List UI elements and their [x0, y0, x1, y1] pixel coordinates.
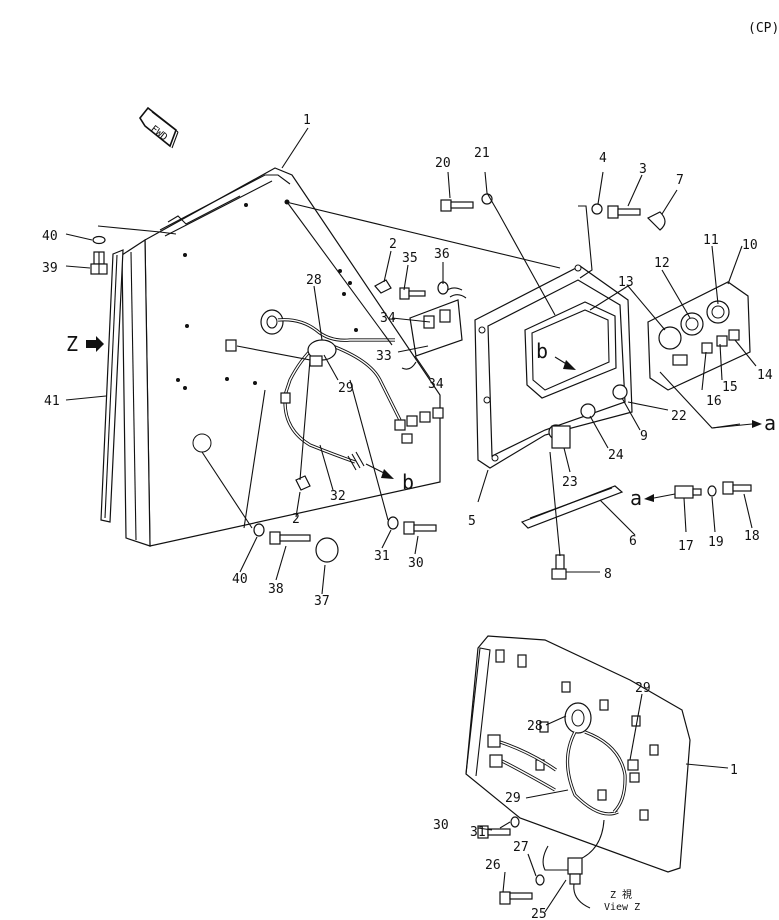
callout-18: 18	[744, 529, 760, 544]
view-callout-27: 27	[513, 840, 529, 855]
bolt-20-icon	[440, 199, 474, 212]
callout-10: 10	[742, 238, 758, 253]
fwd-arrow-icon: FWD	[139, 106, 179, 149]
callout-20: 20	[435, 156, 451, 171]
view-callout-26: 26	[485, 858, 501, 873]
callout-2b: 2	[292, 512, 300, 527]
bolt-18-icon	[722, 481, 752, 495]
callout-31: 31	[374, 549, 390, 564]
callout-36: 36	[434, 247, 450, 262]
callout-23: 23	[562, 475, 578, 490]
callout-7: 7	[676, 173, 684, 188]
z-arrow-label: Z	[66, 332, 78, 356]
seal-strip	[100, 249, 124, 523]
view-callout-25: 25	[531, 907, 547, 920]
callout-32: 32	[330, 489, 346, 504]
view-callout-31: 31	[470, 825, 486, 840]
ref-arrows	[86, 336, 762, 502]
callout-12: 12	[654, 256, 670, 271]
callout-15: 15	[722, 380, 738, 395]
callout-33: 33	[376, 349, 392, 364]
callout-16: 16	[706, 394, 722, 409]
callout-6: 6	[629, 534, 637, 549]
bolt-8-icon	[551, 554, 567, 580]
a-label-2: a	[630, 486, 642, 510]
washer-40-icon	[92, 235, 106, 245]
callout-11: 11	[703, 233, 719, 248]
callout-8: 8	[604, 567, 612, 582]
callout-41: 41	[44, 394, 60, 409]
callout-34b: 34	[428, 377, 444, 392]
callout-38: 38	[268, 582, 284, 597]
view-callout-29b: 29	[505, 791, 521, 806]
a-label-1: a	[764, 411, 776, 435]
view-z-caption-1: Z 視	[610, 888, 632, 901]
callout-2a: 2	[389, 237, 397, 252]
callout-3: 3	[639, 162, 647, 177]
callout-39: 39	[42, 261, 58, 276]
bolt-39-icon	[90, 251, 108, 275]
callout-40b: 40	[232, 572, 248, 587]
callout-40a: 40	[42, 229, 58, 244]
callout-4: 4	[599, 151, 607, 166]
view-callout-29: 29	[635, 681, 651, 696]
callout-14: 14	[757, 368, 773, 383]
callout-37: 37	[314, 594, 330, 609]
callout-28: 28	[306, 273, 322, 288]
view-z-caption-2: View Z	[604, 902, 640, 913]
callout-29: 29	[338, 381, 354, 396]
sensor-17-icon	[674, 485, 702, 499]
callout-22: 22	[671, 409, 687, 424]
b-label-2: b	[402, 470, 414, 494]
view-callout-30: 30	[433, 818, 449, 833]
callout-30: 30	[408, 556, 424, 571]
instrument-panel	[474, 264, 633, 469]
callout-13: 13	[618, 275, 634, 290]
callout-24: 24	[608, 448, 624, 463]
view-callout-28: 28	[527, 719, 543, 734]
washer-4-icon	[591, 203, 603, 215]
bolt-30-icon	[403, 521, 437, 535]
sheet-code: (CP)	[748, 21, 779, 36]
wire-harness	[225, 309, 444, 471]
leader-lines	[65, 127, 757, 595]
callout-17: 17	[678, 539, 694, 554]
gauge-panel	[647, 281, 751, 391]
bolt-38-icon	[269, 531, 311, 545]
callout-1: 1	[303, 113, 311, 128]
view-callout-1: 1	[730, 763, 738, 778]
z-view-arrow-icon	[86, 336, 104, 352]
view-z-detail	[465, 635, 691, 909]
cap-37-icon	[315, 537, 339, 563]
main-panel	[121, 167, 441, 547]
callout-21: 21	[474, 146, 490, 161]
callout-labels: 1 40 39 41 28 29 2 35 36 34 33 34 2 32 3…	[42, 113, 773, 920]
washer-19-icon	[707, 485, 717, 497]
view-z-leaders	[477, 693, 729, 913]
clip-2a-icon	[374, 279, 392, 294]
washer-31-icon	[387, 516, 399, 530]
callout-9: 9	[640, 429, 648, 444]
callout-5: 5	[468, 514, 476, 529]
callout-35: 35	[402, 251, 418, 266]
cap-7-icon	[646, 211, 666, 231]
b-label-1: b	[536, 339, 548, 363]
callout-19: 19	[708, 535, 724, 550]
callout-34a: 34	[380, 311, 396, 326]
bolt-3-icon	[607, 205, 641, 219]
washer-40b-icon	[253, 523, 265, 537]
strip-6	[520, 485, 624, 529]
